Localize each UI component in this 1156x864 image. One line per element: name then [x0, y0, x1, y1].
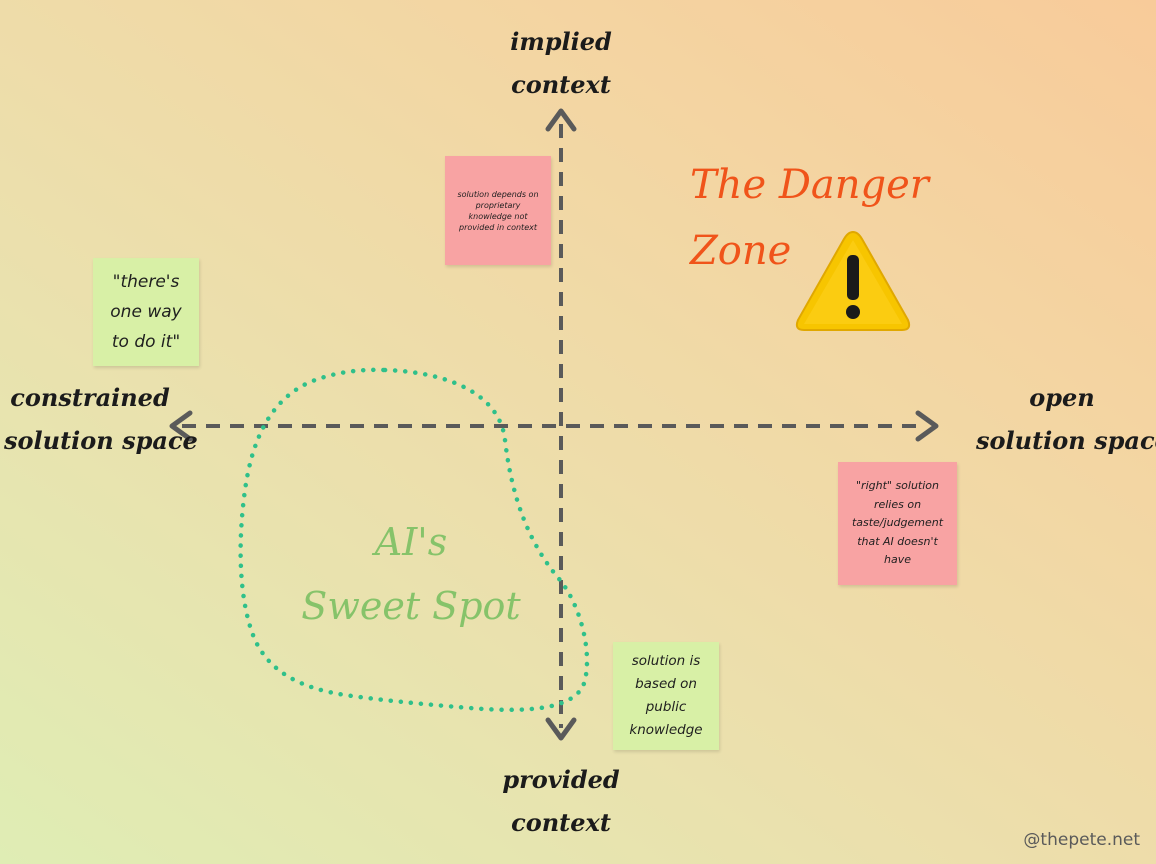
danger-zone-line-1: The Danger: [690, 162, 929, 208]
sweet-spot-outline: [238, 367, 590, 713]
sticky-note-taste-judgement: "right" solution relies on taste/judgeme…: [838, 462, 957, 585]
sticky-public-line-1: solution is: [631, 653, 701, 669]
sticky-proprietary-line-3: knowledge not: [468, 211, 528, 221]
axis-label-top-line-1: implied: [510, 27, 612, 56]
sticky-one-way-line-2: one way: [110, 302, 182, 322]
sticky-public-line-3: public: [645, 699, 687, 715]
sticky-note-one-way: "there's one way to do it": [93, 258, 199, 366]
sticky-proprietary-line-1: solution depends on: [457, 189, 539, 199]
danger-zone-line-2: Zone: [690, 228, 792, 274]
left-arrowhead: [169, 410, 193, 442]
sticky-taste-line-5: have: [884, 553, 911, 567]
sticky-taste-line-2: relies on: [873, 497, 922, 511]
sweet-spot-title: AI's Sweet Spot: [300, 510, 522, 638]
sticky-note-public-knowledge: solution is based on public knowledge: [613, 642, 719, 750]
bottom-arrowhead: [545, 717, 577, 741]
axis-label-right-line-1: open: [1029, 383, 1095, 412]
axis-label-right: open solution space: [976, 376, 1156, 462]
author-credit: @thepete.net: [1023, 830, 1140, 850]
warning-icon: [795, 230, 911, 331]
sweet-spot-line-2: Sweet Spot: [301, 584, 521, 628]
sticky-note-proprietary-knowledge: solution depends on proprietary knowledg…: [445, 156, 551, 265]
sticky-proprietary-line-2: proprietary: [475, 200, 521, 210]
sticky-taste-line-4: that AI doesn't: [857, 534, 938, 548]
axis-label-left-line-2: solution space: [4, 426, 198, 455]
sticky-one-way-line-1: "there's: [112, 272, 180, 292]
danger-zone-title: The Danger Zone: [690, 152, 929, 284]
axis-label-bottom: provided context: [496, 758, 626, 844]
axis-label-right-line-2: solution space: [976, 426, 1156, 455]
sticky-taste-line-3: taste/judgement: [851, 516, 944, 530]
sticky-public-line-2: based on: [635, 676, 697, 692]
sticky-public-line-4: knowledge: [629, 722, 703, 738]
axis-label-bottom-line-2: context: [511, 808, 611, 837]
axis-label-left: constrained solution space: [4, 376, 198, 462]
sweet-spot-line-1: AI's: [374, 520, 448, 564]
axis-label-top-line-2: context: [511, 70, 611, 99]
axis-label-bottom-line-1: provided: [502, 765, 620, 794]
sticky-taste-line-1: "right" solution: [855, 479, 940, 493]
sticky-one-way-line-3: to do it": [111, 332, 181, 352]
sticky-proprietary-line-4: provided in context: [459, 222, 537, 232]
axis-label-left-line-1: constrained: [10, 383, 170, 412]
top-arrowhead: [545, 108, 577, 132]
axis-label-top: implied context: [500, 20, 622, 106]
right-arrowhead: [915, 410, 939, 442]
